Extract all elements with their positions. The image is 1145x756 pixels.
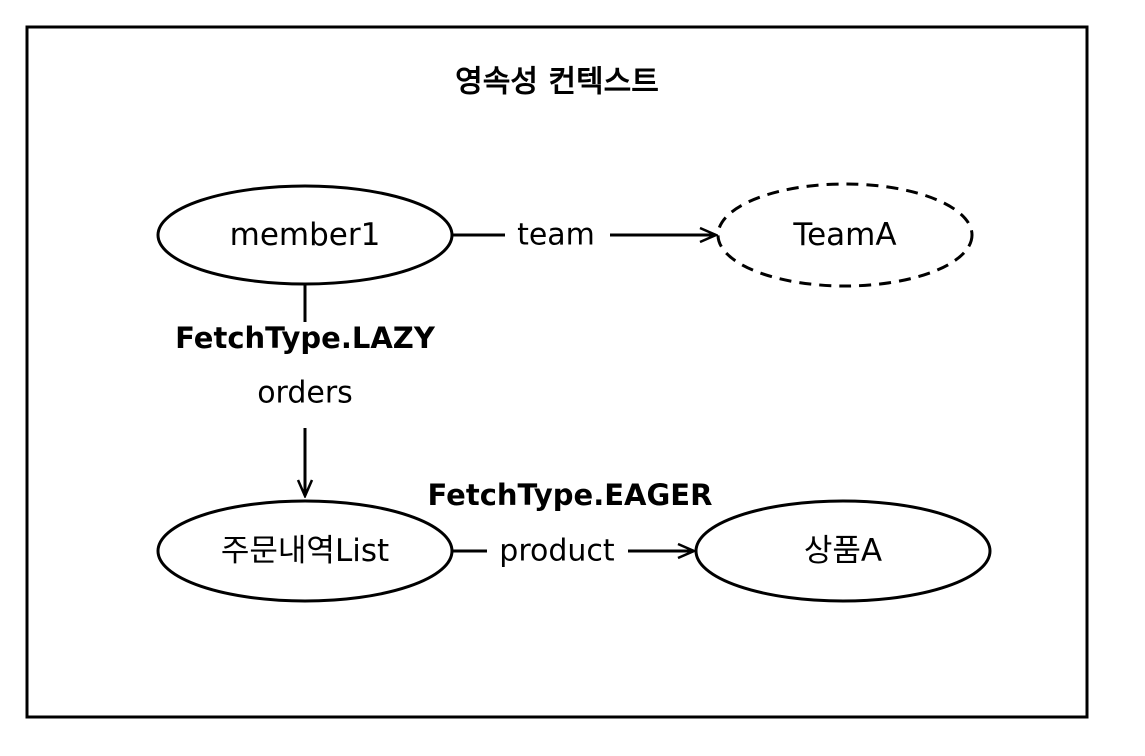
node-product-a-label: 상품A — [804, 533, 882, 569]
edge-orders: FetchType.LAZY orders — [175, 284, 436, 496]
edge-orders-label: orders — [257, 376, 353, 411]
node-order-list-ellipse — [156, 499, 454, 603]
edge-team-label: team — [517, 218, 595, 253]
node-team-a-ellipse — [716, 182, 974, 288]
edge-product-fetch-type: FetchType.EAGER — [428, 478, 713, 512]
edge-team: team — [453, 218, 716, 253]
node-team-a-label: TeamA — [792, 217, 896, 253]
node-member1-label: member1 — [230, 217, 381, 253]
context-title: 영속성 컨텍스트 — [455, 65, 659, 100]
node-product-a: 상품A — [694, 499, 992, 603]
node-order-list: 주문내역List — [156, 499, 454, 603]
node-team-a: TeamA — [716, 182, 974, 288]
node-product-a-ellipse — [694, 499, 992, 603]
edge-orders-fetch-type: FetchType.LAZY — [175, 321, 436, 355]
edge-product-label: product — [499, 534, 615, 569]
node-order-list-label: 주문내역List — [221, 533, 389, 569]
context-frame — [25, 25, 1089, 719]
edge-product: product FetchType.EAGER — [428, 478, 713, 569]
node-member1: member1 — [156, 184, 454, 286]
node-member1-ellipse — [156, 184, 454, 286]
